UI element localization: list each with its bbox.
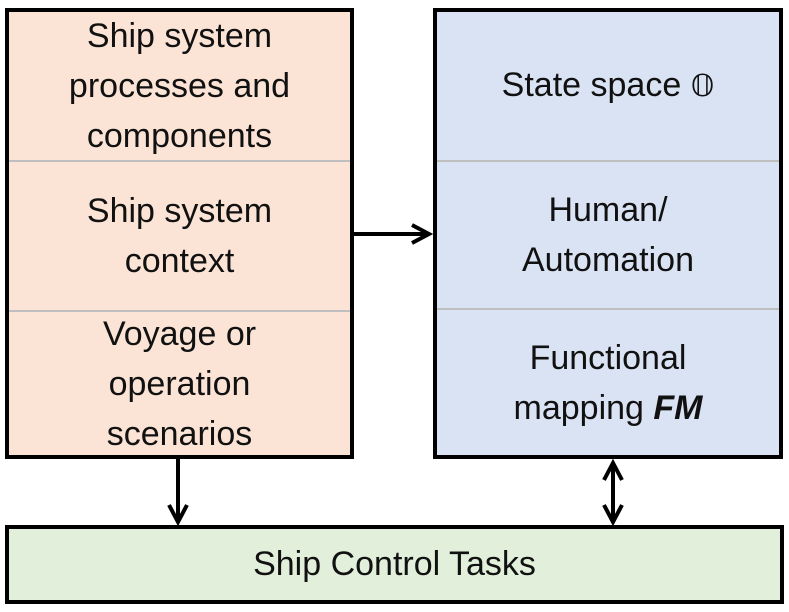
ship-system-context-cell: Ship system context [9,162,350,310]
cell-text-line: Voyage or [102,314,257,353]
model-box: State space 𝕆 Human/ Automation Function… [433,8,783,459]
cell-text-line: Automation [522,241,694,279]
cell-divider [437,160,779,162]
cell-text-line: Ship system [86,17,273,55]
cell-text-line: Human/ [548,191,668,229]
cell-text-line: components [86,117,273,155]
state-space-cell: State space 𝕆 [437,12,779,160]
cell-text-line: context [124,242,235,280]
ship-system-box: Ship system processes and components Shi… [5,8,354,459]
mapping-text: mapping [513,388,644,427]
state-space-label: State space 𝕆 [502,60,715,112]
state-space-symbol: 𝕆 [690,69,715,104]
cell-text-line: Ship system [86,192,273,230]
voyage-scenarios-cell: Voyage or operation scenarios [9,312,350,455]
cell-text-line: processes and [68,67,291,105]
human-automation-cell: Human/ Automation [437,162,779,308]
cell-text-line: scenarios [106,414,253,453]
functional-mapping-line: mapping FM [514,383,703,433]
cell-text-line: operation [108,364,251,403]
cell-divider [9,160,350,162]
fm-emphasis: FM [653,388,703,427]
cell-text-line: Functional [529,338,687,377]
state-space-text: State space [501,66,682,104]
ship-control-tasks-box: Ship Control Tasks [5,525,784,604]
cell-divider [437,308,779,310]
functional-mapping-cell: Functional mapping FM [437,310,779,455]
ship-system-processes-cell: Ship system processes and components [9,12,350,160]
cell-divider [9,310,350,312]
ship-control-tasks-label: Ship Control Tasks [253,545,536,583]
